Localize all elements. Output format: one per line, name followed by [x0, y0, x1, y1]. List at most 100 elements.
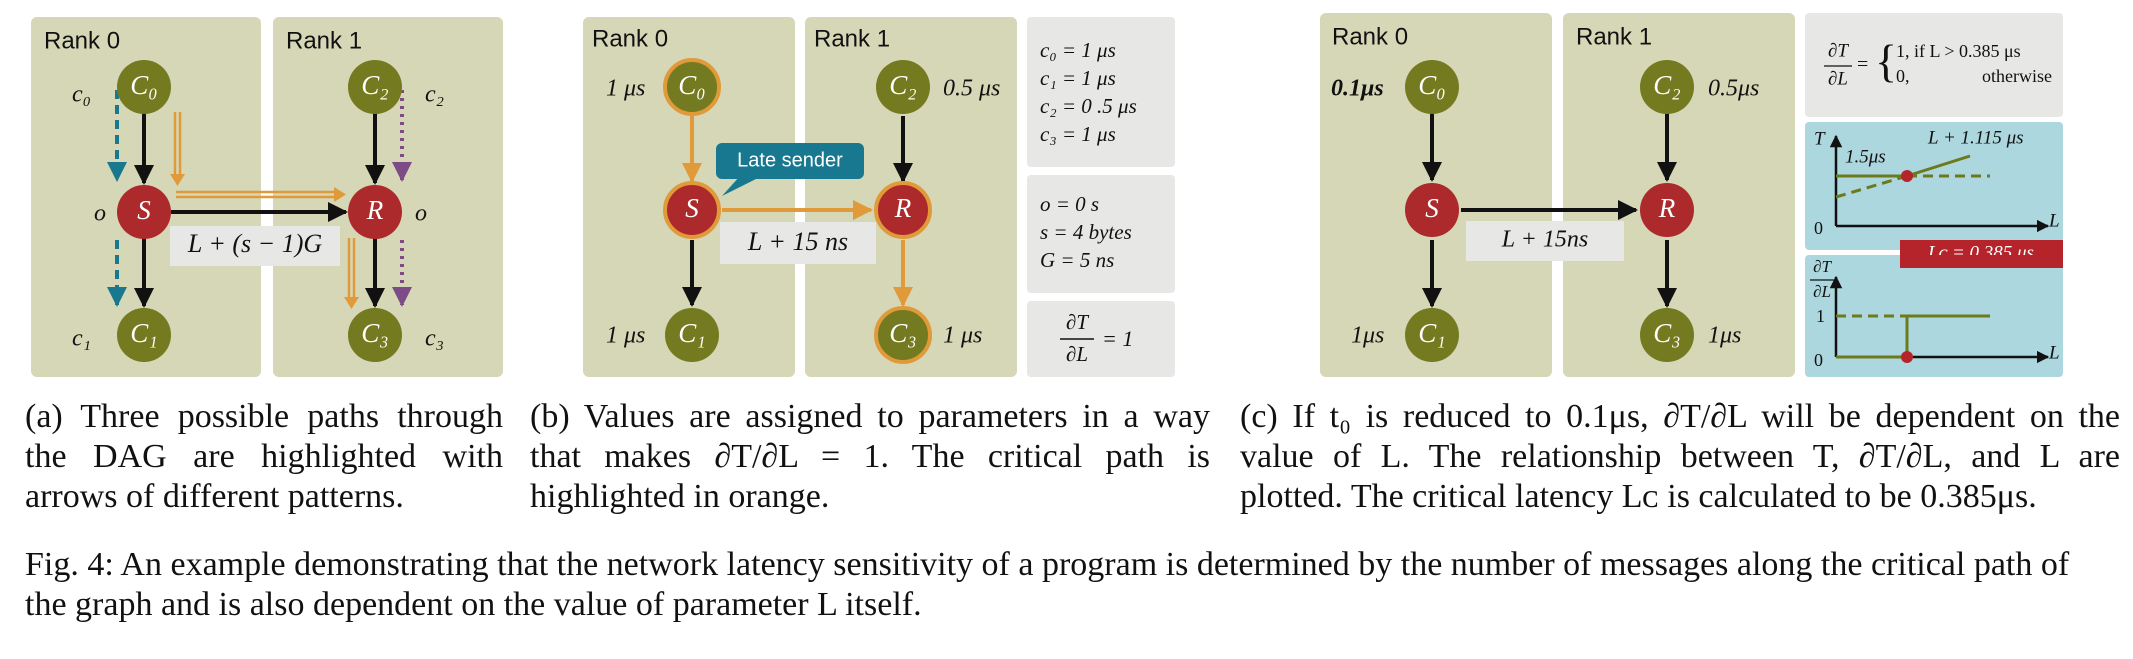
caption-a: (a) Three possible paths through the DAG… [25, 398, 503, 515]
piecewise-num: ∂T [1828, 40, 1849, 61]
time-c2-c: 0.5μs [1708, 76, 1759, 102]
edge-label-bg-c [1466, 221, 1624, 261]
label-c1-a: c₁ [72, 326, 91, 352]
time-c1-b: 1 μs [606, 323, 645, 349]
time-c0-b: 1 μs [606, 76, 645, 102]
label-c2-a: c₂ [425, 82, 444, 108]
rank1-title-c: Rank 1 [1576, 23, 1652, 50]
time-c3-b: 1 μs [943, 323, 982, 349]
svg-text:R: R [366, 195, 384, 225]
plot1-y-label: T [1814, 128, 1826, 149]
svg-text:S: S [137, 195, 151, 225]
node-c2-a: C₂ [348, 60, 402, 114]
node-c3-c: C₃ [1640, 308, 1694, 362]
svg-text:C₃: C₃ [1653, 318, 1680, 348]
rank1-title-b: Rank 1 [814, 25, 890, 52]
plot2-one: 1 [1816, 306, 1825, 326]
node-c1-a: C₁ [117, 308, 171, 362]
node-c0-b: C₀ [663, 58, 721, 116]
params-net-box [1027, 175, 1175, 293]
node-c1-b: C₁ [665, 308, 719, 362]
svg-text:S: S [1425, 193, 1439, 223]
plot1-flat-label: 1.5μs [1845, 146, 1886, 167]
figure-canvas: Rank 0 Rank 1 L + ( [31, 13, 2063, 377]
param-s: s = 4 bytes [1040, 220, 1132, 244]
node-c1-c: C₁ [1405, 308, 1459, 362]
svg-text:C₂: C₂ [361, 70, 388, 100]
orange-double-arrow-c0 [170, 112, 185, 186]
node-r-c: R [1640, 183, 1694, 237]
svg-text:C₁: C₁ [130, 318, 157, 348]
param-c1: c₁ = 1 μs [1040, 66, 1116, 90]
edge-label-c: L + 15ns [1501, 227, 1588, 253]
plot2-x-label: L [2048, 342, 2060, 363]
svg-text:C₃: C₃ [889, 318, 916, 348]
plot1-box [1805, 122, 2063, 250]
node-c3-a: C₃ [348, 308, 402, 362]
time-c3-c: 1μs [1708, 323, 1741, 349]
plot2-critical-point [1901, 351, 1913, 363]
param-c3: c₃ = 1 μs [1040, 122, 1116, 146]
panel-c: Rank 0 Rank 1 L + 15ns C₀ S C₁ C₂ R C₃ 0… [1320, 13, 2063, 377]
svg-text:R: R [894, 193, 912, 223]
edge-label-b: L + 15 ns [747, 227, 848, 256]
label-o-left-a: o [94, 201, 106, 227]
label-c0-a: c₀ [72, 82, 91, 108]
node-s-a: S [117, 185, 171, 239]
svg-text:C₂: C₂ [1653, 70, 1680, 100]
late-sender-callout: Late sender [716, 143, 864, 196]
time-c1-c: 1μs [1351, 323, 1384, 349]
plot2-y-den: ∂L [1813, 282, 1831, 301]
figure-caption: Fig. 4: An example demonstrating that th… [25, 546, 2070, 623]
deriv-num-b: ∂T [1066, 310, 1089, 334]
node-c0-a: C₀ [117, 60, 171, 114]
orange-double-arrow-sr [176, 187, 346, 202]
piecewise-den: ∂L [1828, 68, 1848, 89]
plot1-rise-dashed [1835, 174, 1908, 199]
edge-label-bg-a [170, 226, 340, 266]
node-c2-b: C₂ [876, 60, 930, 114]
edge-label-a: L + (s − 1)G [187, 229, 323, 258]
orange-double-arrow-c3 [344, 238, 359, 309]
svg-text:C₀: C₀ [678, 70, 705, 100]
svg-text:C₀: C₀ [1418, 70, 1445, 100]
plot2-zero: 0 [1814, 350, 1823, 370]
svg-text:C₁: C₁ [1418, 318, 1445, 348]
node-r-b: R [874, 181, 932, 239]
param-g: G = 5 ns [1040, 248, 1114, 272]
plot1-critical-point [1901, 170, 1913, 182]
plot1-x-label: L [2048, 210, 2060, 231]
node-r-a: R [348, 185, 402, 239]
panel-b: Rank 0 Rank 1 L + 15 ns Late sender C₀ S… [583, 17, 1175, 377]
rank0-title-c: Rank 0 [1332, 23, 1408, 50]
time-c2-b: 0.5 μs [943, 76, 1000, 102]
node-c3-b: C₃ [874, 306, 932, 364]
deriv-rhs-b: = 1 [1102, 326, 1133, 351]
plot1-rise-solid [1906, 154, 1971, 178]
derivative-box [1027, 301, 1175, 377]
svg-text:C₂: C₂ [889, 70, 916, 100]
svg-text:R: R [1658, 193, 1676, 223]
deriv-den-b: ∂L [1066, 342, 1088, 366]
piecewise-eq: = [1857, 54, 1868, 76]
label-c3-a: c₃ [425, 326, 444, 352]
label-o-right-a: o [415, 201, 427, 227]
node-s-b: S [663, 181, 721, 239]
time-c0-c: 0.1μs [1331, 76, 1384, 102]
svg-text:C₀: C₀ [130, 70, 157, 100]
caption-c: (c) If t₀ is reduced to 0.1μs, ∂T/∂L wil… [1240, 398, 2120, 515]
piecewise-box [1805, 13, 2063, 117]
piecewise-brace: { [1875, 36, 1897, 87]
svg-text:S: S [685, 193, 699, 223]
plot2-y-num: ∂T [1813, 257, 1832, 276]
piecewise-case1: 1, if L > 0.385 μs [1896, 41, 2021, 61]
param-c0: c₀ = 1 μs [1040, 38, 1116, 62]
piecewise-case2-cond: otherwise [1982, 66, 2052, 86]
edge-label-bg-b [720, 222, 876, 264]
plot1-rise-label: L + 1.115 μs [1927, 127, 2024, 148]
svg-text:C₁: C₁ [678, 318, 705, 348]
node-s-c: S [1405, 183, 1459, 237]
params-c-box [1027, 17, 1175, 167]
svg-text:Late sender: Late sender [737, 149, 843, 171]
panel-a: Rank 0 Rank 1 L + ( [31, 17, 503, 377]
